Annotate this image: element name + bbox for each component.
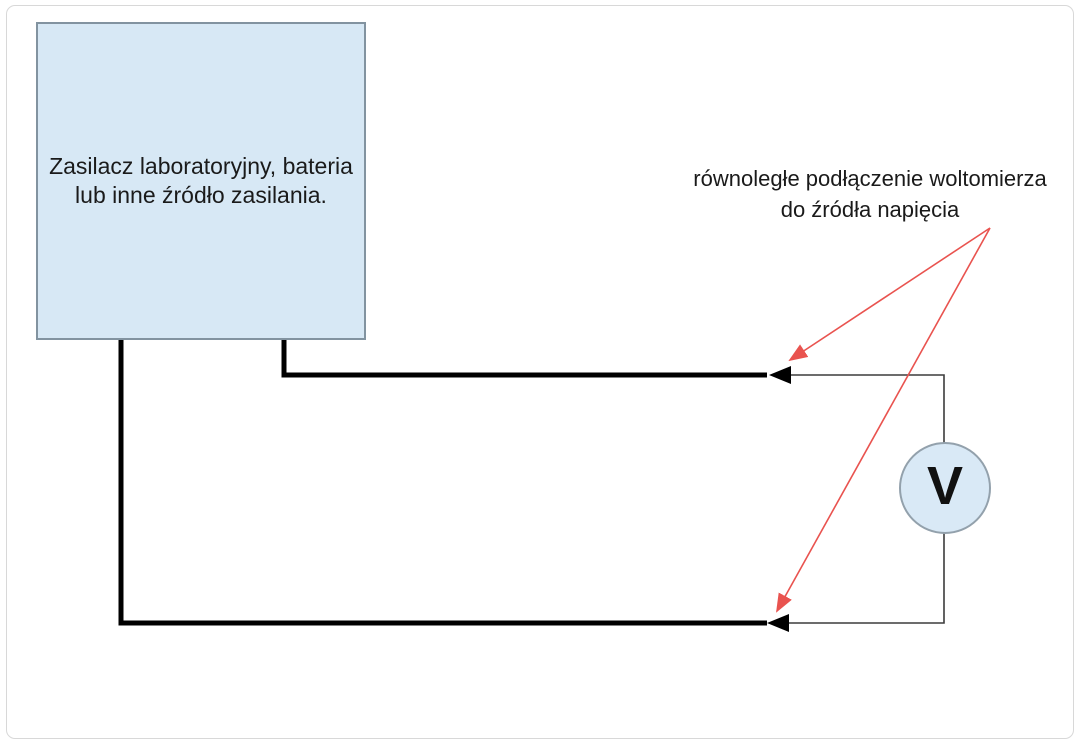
main-wire-bottom	[118, 338, 767, 626]
annotation-pointer-top	[788, 227, 991, 362]
power-source-label-line1: Zasilacz laboratoryjny, bateria	[49, 153, 353, 179]
connection-arrowhead-bottom	[767, 614, 789, 632]
voltmeter-branch-wire-top	[772, 374, 945, 444]
power-source-label-line2: lub inne źródło zasilania.	[75, 182, 327, 208]
main-wire-top	[281, 338, 767, 378]
voltmeter-symbol: V	[899, 442, 991, 534]
power-source-box: Zasilacz laboratoryjny, bateria lub inne…	[36, 22, 366, 340]
annotation-text: równoległe podłączenie woltomierza do źr…	[655, 163, 1080, 225]
annotation-pointer-bottom	[776, 227, 991, 613]
voltmeter-letter: V	[926, 456, 964, 516]
voltmeter-branch-wire-bottom	[770, 531, 945, 624]
annotation-line1: równoległe podłączenie woltomierza	[693, 166, 1047, 191]
connection-arrowhead-top	[769, 366, 791, 384]
annotation-line2: do źródła napięcia	[780, 197, 960, 222]
